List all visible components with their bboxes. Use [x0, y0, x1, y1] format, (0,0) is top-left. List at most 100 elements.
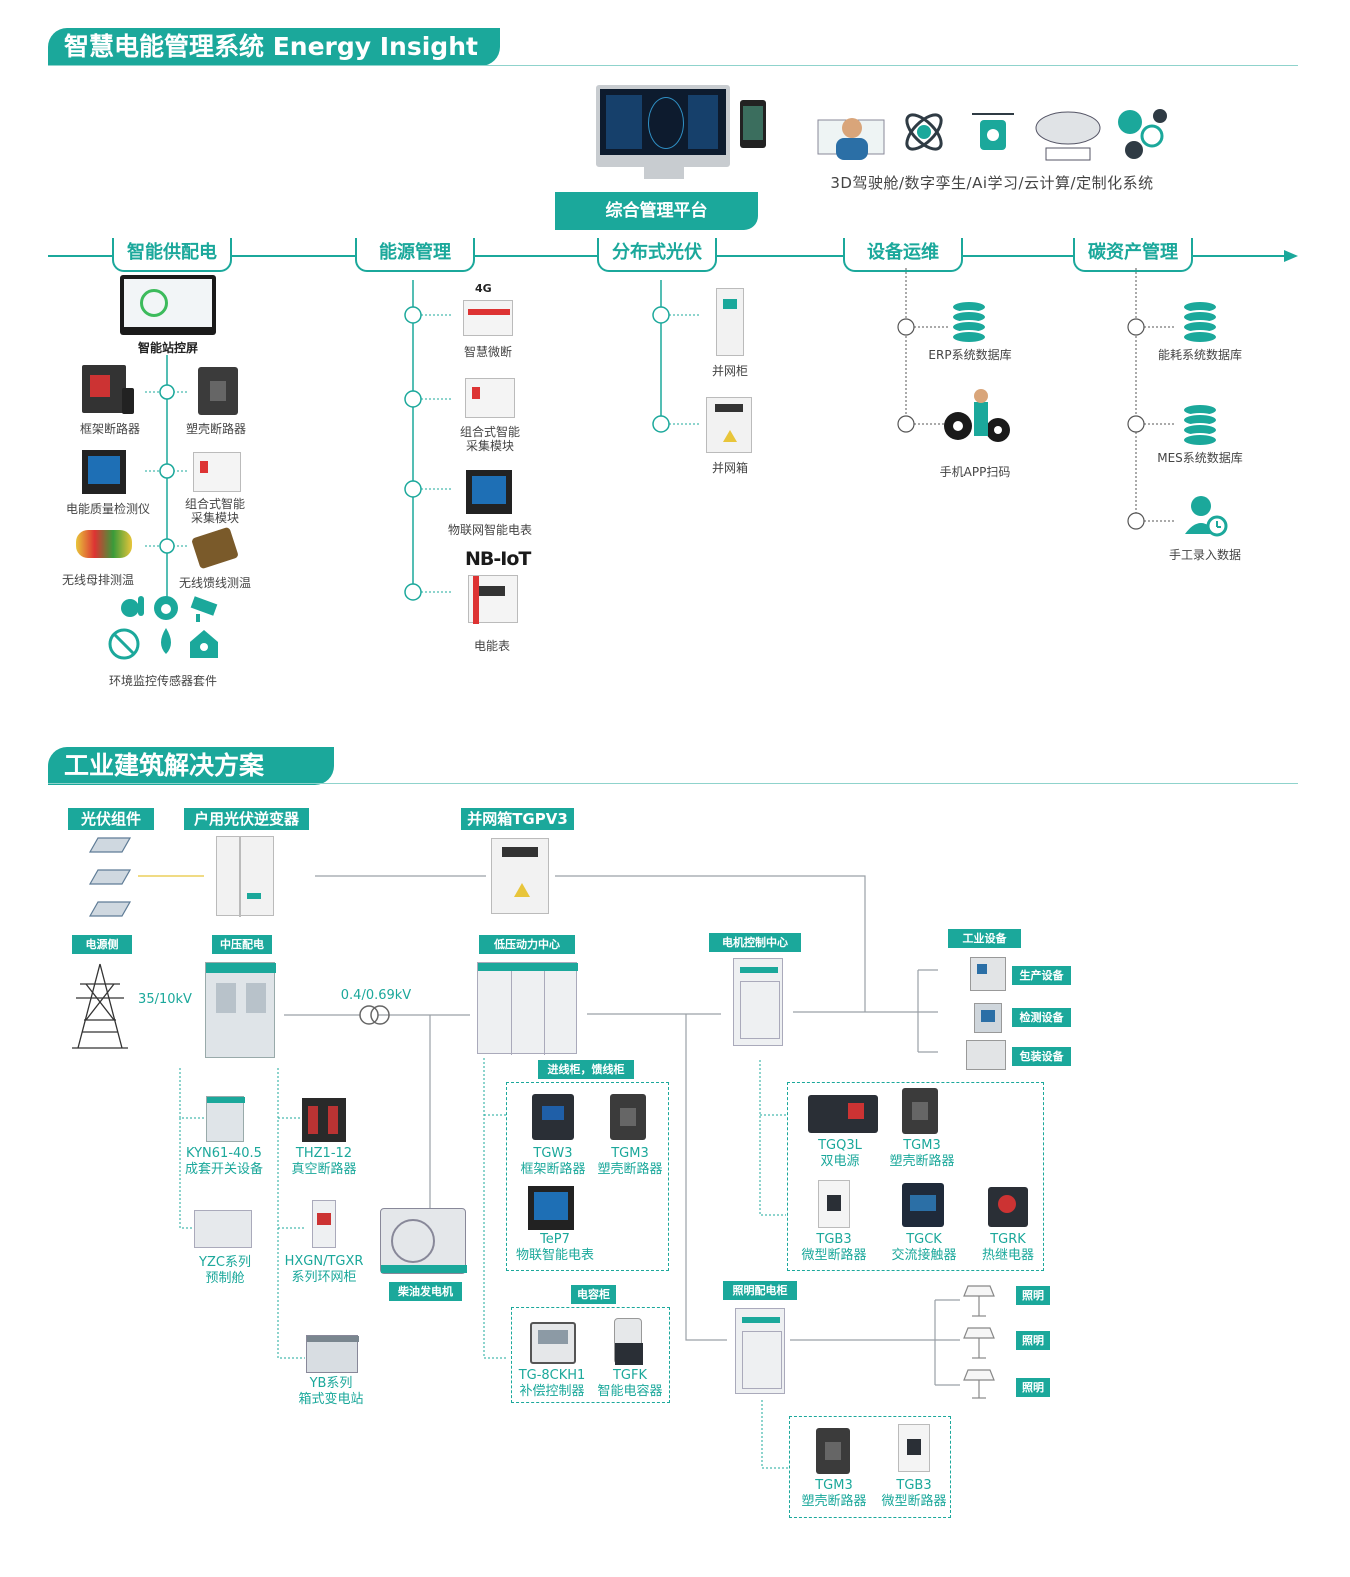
- energy-db-label: 能耗系统数据库: [1157, 348, 1242, 362]
- grid-cabinet-image: [716, 288, 744, 356]
- water-drop-icon: [161, 628, 171, 654]
- tag-lighting-cab: 照明配电柜: [723, 1281, 797, 1300]
- yzc-label: YZC系列预制舱: [199, 1255, 251, 1286]
- pv-panels-image: [88, 837, 132, 917]
- mes-db-label: MES系统数据库: [1157, 451, 1243, 465]
- mccb-image: [198, 367, 238, 415]
- tag-pv-module: 光伏组件: [68, 808, 154, 830]
- tablet-image: [740, 100, 766, 148]
- pv-connectors: [652, 280, 700, 433]
- thz1-image: [302, 1098, 346, 1142]
- kyn61-image: [206, 1096, 245, 1142]
- monitor-image: [596, 85, 730, 167]
- combo-module-image-1: [193, 452, 241, 492]
- motor-group-box: [787, 1082, 1044, 1271]
- lv-switchgear-image: [477, 962, 578, 1055]
- home-security-icon: [190, 630, 218, 658]
- tag-lighting-3: 照明: [1016, 1378, 1050, 1397]
- manual-entry-icon: [1185, 496, 1228, 537]
- energy-meter-image: [468, 575, 518, 624]
- env-sensors-label: 环境监控传感器套件: [108, 674, 217, 688]
- energy-db-icon: [1182, 300, 1218, 344]
- iot-meter-image: [466, 470, 512, 514]
- platform-label: 综合管理平台: [555, 192, 758, 230]
- app-scan-label: 手机APP扫码: [939, 465, 1011, 479]
- tag-mv-dist: 中压配电: [212, 935, 272, 954]
- erp-database-icon: [951, 300, 987, 344]
- section2-title: 工业建筑解决方案: [48, 747, 334, 785]
- yb-substation-label: YB系列箱式变电站: [298, 1376, 364, 1407]
- category-carbon[interactable]: 碳资产管理: [1073, 238, 1193, 272]
- acb-breaker-label: 框架断路器: [79, 422, 140, 436]
- tag-production: 生产设备: [1012, 966, 1071, 985]
- transmission-tower-image: [72, 963, 128, 1049]
- smart-mcb-label: 智慧微断: [463, 345, 512, 359]
- station-screen-label: 智能站控屏: [137, 341, 198, 355]
- production-equipment-image: [970, 957, 1006, 991]
- tag-inverter: 户用光伏逆变器: [184, 808, 309, 830]
- category-energy-mgmt[interactable]: 能源管理: [355, 238, 475, 272]
- custom-system-icon: [1118, 109, 1167, 159]
- tag-grid-box: 并网箱TGPV3: [461, 808, 574, 830]
- cctv-icon: [190, 596, 218, 622]
- busbar-sensor-label: 无线母排测温: [61, 573, 134, 587]
- tag-testing: 检测设备: [1012, 1008, 1071, 1027]
- tag-diesel: 柴油发电机: [389, 1282, 462, 1301]
- ai-icon: [972, 113, 1014, 150]
- smart-mcb-image: [463, 300, 513, 336]
- no-smoking-icon: [108, 628, 140, 660]
- tag-capacitor: 电容柜: [571, 1285, 616, 1304]
- app-scan-icon: [944, 389, 1010, 442]
- hxgn-image: [312, 1200, 336, 1248]
- mes-db-icon: [1182, 403, 1218, 447]
- iot-meter-label: 物联网智能电表: [447, 523, 532, 537]
- acb-breaker-image: [82, 365, 126, 413]
- tgm3-image-3: [816, 1428, 850, 1474]
- cloud-icon: [1035, 111, 1101, 161]
- tgb3-image-1: [818, 1180, 850, 1228]
- voltage-hv-label: 35/10kV: [138, 992, 192, 1007]
- tag-feeder: 进线柜，馈线柜: [538, 1060, 634, 1079]
- badge-4g: 4G: [475, 282, 492, 295]
- tag-lighting-1: 照明: [1016, 1286, 1050, 1305]
- ops-connectors: [897, 268, 950, 433]
- category-pv[interactable]: 分布式光伏: [597, 238, 717, 272]
- nbiot-logo: NB-IoT: [465, 548, 531, 570]
- tgq3l-image: [808, 1095, 878, 1133]
- mccb-label: 塑壳断路器: [185, 422, 246, 436]
- lighting-group-box: [789, 1416, 951, 1518]
- temperature-icon: [121, 596, 144, 617]
- manual-entry-label: 手工录入数据: [1168, 548, 1241, 562]
- tgm3-image-2: [902, 1088, 938, 1134]
- erp-database-label: ERP系统数据库: [928, 348, 1012, 362]
- station-screen-image: [120, 275, 216, 335]
- mv-switchgear-image: [205, 962, 276, 1058]
- lamp-icons: [963, 1285, 995, 1399]
- tag-packaging: 包装设备: [1012, 1047, 1071, 1066]
- section1-title: 智慧电能管理系统 Energy Insight: [48, 28, 500, 66]
- grid-cabinet-label: 并网柜: [711, 364, 748, 378]
- tag-lv-center: 低压动力中心: [479, 935, 575, 954]
- tgm3-image-1: [610, 1094, 646, 1140]
- feeder-sensor-label: 无线馈线测温: [178, 576, 251, 590]
- section1-underline: [48, 65, 1298, 66]
- testing-equipment-image: [974, 1003, 1002, 1033]
- category-power-supply[interactable]: 智能供配电: [112, 238, 232, 272]
- combo-module-label-1: 组合式智能 采集模块: [184, 497, 245, 525]
- combo-module-image-2: [465, 378, 515, 418]
- top-caption: 3D驾驶舱/数字孪生/Ai学习/云计算/定制化系统: [830, 174, 1154, 192]
- grid-box-label-1: 并网箱: [711, 461, 748, 475]
- cockpit-icon: [817, 118, 885, 160]
- power-supply-connectors: [145, 355, 189, 605]
- category-ops[interactable]: 设备运维: [843, 238, 963, 272]
